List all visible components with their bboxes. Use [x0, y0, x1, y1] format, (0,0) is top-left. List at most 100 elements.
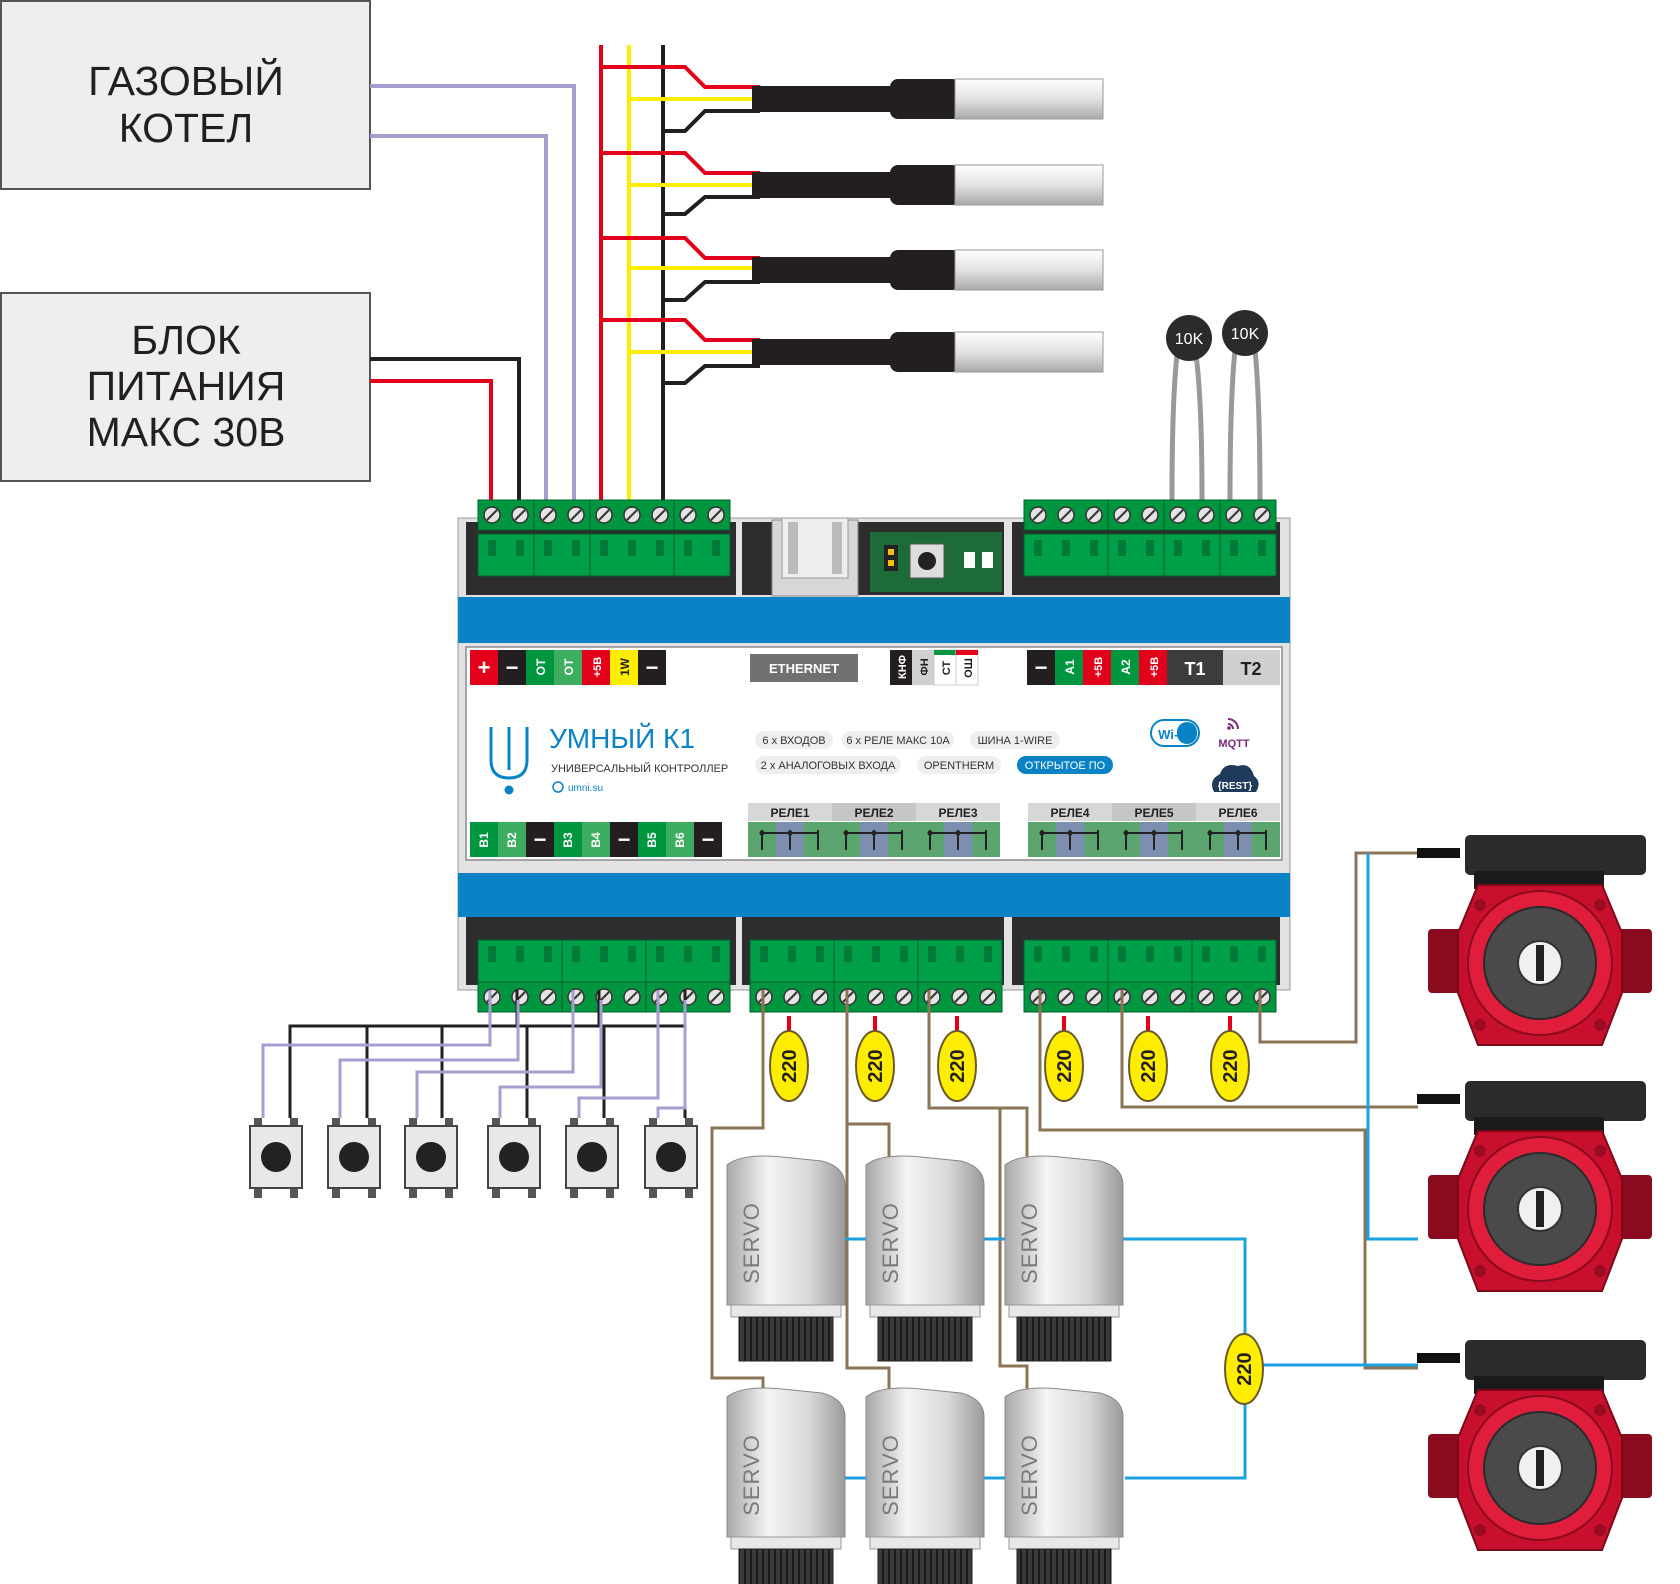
- voltage-label-3: 220: [947, 1049, 969, 1082]
- probe-body-1: [752, 78, 1104, 120]
- term-b-minus-2: −: [618, 827, 631, 852]
- rest-label: {REST}: [1218, 781, 1253, 792]
- probe-1: [601, 65, 760, 133]
- probe-body-2: [752, 164, 1104, 206]
- term-minus-2: −: [646, 655, 659, 680]
- term-minus-1: −: [506, 655, 519, 680]
- pushbutton-2: [327, 1118, 381, 1198]
- servo-4: SERVO: [726, 1387, 846, 1584]
- circulation-pump-2: [1417, 1081, 1652, 1292]
- din-band-top: [458, 597, 1290, 643]
- term-b3: В3: [561, 832, 575, 848]
- term-st: СТ: [941, 661, 953, 676]
- voltage-220-5: 220: [1128, 1030, 1168, 1102]
- ntc-bead-1: [1166, 315, 1212, 361]
- top-terminal-1: [477, 499, 535, 531]
- term-plus: +: [478, 655, 491, 680]
- top-terminal-6: [1107, 499, 1165, 531]
- relay-contact-6: [1196, 822, 1280, 857]
- top-terminal-labels: + − ОТ ОТ +5В 1W − ETHERNET КНФ ФН СТ ОШ…: [470, 649, 1280, 686]
- servo-label-5: SERVO: [878, 1434, 903, 1516]
- brand-subtitle: УНИВЕРСАЛЬНЫЙ КОНТРОЛЛЕР: [551, 762, 728, 775]
- relay-contact-1: [748, 822, 832, 857]
- ntc-label-1: 10K: [1175, 331, 1204, 348]
- voltage-label-1: 220: [779, 1049, 801, 1082]
- relay-label-5: РЕЛЕ5: [1134, 806, 1173, 820]
- feature-opentherm: OPENTHERM: [924, 760, 994, 772]
- servo-2: SERVO: [865, 1155, 985, 1362]
- voltage-label-4: 220: [1054, 1049, 1076, 1082]
- top-terminal-8: [1219, 499, 1277, 531]
- servo-label-2: SERVO: [878, 1202, 903, 1284]
- term-5v: +5В: [592, 657, 604, 678]
- ethernet-port: [771, 517, 859, 597]
- probe-3: [601, 236, 760, 302]
- brand-name: УМНЫЙ К1: [549, 723, 695, 754]
- pushbutton-5: [565, 1118, 619, 1198]
- relay-label-6: РЕЛЕ6: [1218, 806, 1257, 820]
- servo-label-4: SERVO: [739, 1434, 764, 1516]
- servo-label-1: SERVO: [739, 1202, 764, 1284]
- top-terminal-7: [1163, 499, 1221, 531]
- din-band-bottom: [458, 873, 1290, 917]
- controller-k1: [457, 517, 1291, 991]
- term-a2: А2: [1119, 659, 1133, 675]
- feature-open-software: ОТКРЫТОЕ ПО: [1025, 760, 1106, 772]
- voltage-220-6: 220: [1210, 1030, 1250, 1102]
- servo-label-3: SERVO: [1017, 1202, 1042, 1284]
- wifi-label: Wi-Fi: [1158, 727, 1190, 742]
- voltage-label-6: 220: [1220, 1049, 1242, 1082]
- servo-label-6: SERVO: [1017, 1434, 1042, 1516]
- top-wiring: [370, 45, 665, 500]
- term-b-minus-3: −: [702, 827, 715, 852]
- feature-relays: 6 x РЕЛЕ МАКС 10А: [846, 735, 950, 747]
- pushbuttons: [249, 1118, 698, 1198]
- bottom-screw-terminals: [477, 939, 1277, 1013]
- servo-5: SERVO: [865, 1387, 985, 1584]
- term-b1: В1: [477, 832, 491, 848]
- term-b2: В2: [505, 832, 519, 848]
- probe-body-3: [752, 249, 1104, 291]
- probe-bodies: [752, 78, 1104, 373]
- probe-4: [601, 318, 760, 385]
- term-1w: 1W: [618, 657, 632, 676]
- relay-label-2: РЕЛЕ2: [854, 806, 893, 820]
- pushbutton-1: [249, 1118, 303, 1198]
- feature-inputs: 6 x ВХОДОВ: [762, 735, 825, 747]
- term-b6: В6: [673, 832, 687, 848]
- relay-label-3: РЕЛЕ3: [938, 806, 977, 820]
- relay-contact-4: [1028, 822, 1112, 857]
- ntc-bead-2: [1222, 310, 1268, 356]
- probe-body-4: [752, 331, 1104, 373]
- bottom-terminal-9: [1191, 981, 1277, 1013]
- umni-logo-icon: [489, 727, 529, 795]
- circulation-pumps: [1417, 835, 1652, 1551]
- top-screw-terminals: [477, 499, 1277, 577]
- feature-1wire: ШИНА 1-WIRE: [978, 735, 1053, 747]
- ntc-1: [1169, 354, 1205, 501]
- top-terminal-5: [1023, 499, 1109, 531]
- term-fn: ФН: [919, 658, 931, 675]
- term-ot-2: ОТ: [562, 658, 576, 675]
- voltage-label-2: 220: [865, 1049, 887, 1082]
- servo-3: SERVO: [1004, 1155, 1124, 1362]
- relay-label-4: РЕЛЕ4: [1050, 806, 1089, 820]
- voltage-220-2: 220: [855, 1030, 895, 1102]
- controller-branding: УМНЫЙ К1 УНИВЕРСАЛЬНЫЙ КОНТРОЛЛЕР umni.s…: [489, 718, 1259, 795]
- voltage-label-5: 220: [1138, 1049, 1160, 1082]
- brand-url: umni.su: [568, 783, 603, 794]
- ethernet-label: ETHERNET: [769, 661, 839, 676]
- voltage-220-1: 220: [769, 1030, 809, 1102]
- term-minus-3: −: [1035, 655, 1048, 680]
- relay-label-1: РЕЛЕ1: [770, 806, 809, 820]
- top-terminal-3: [589, 499, 675, 531]
- term-t1: T1: [1184, 659, 1205, 679]
- globe-icon: [552, 781, 564, 793]
- feature-analog: 2 x АНАЛОГОВЫХ ВХОДА: [761, 760, 896, 772]
- servo-actuators: SERVO SERVO SERVO SERVO SERVO SERVO: [726, 1155, 1124, 1584]
- term-t2: T2: [1240, 659, 1261, 679]
- bottom-terminal-7: [1023, 981, 1109, 1013]
- pushbutton-6: [644, 1118, 698, 1198]
- pushbutton-3: [404, 1118, 458, 1198]
